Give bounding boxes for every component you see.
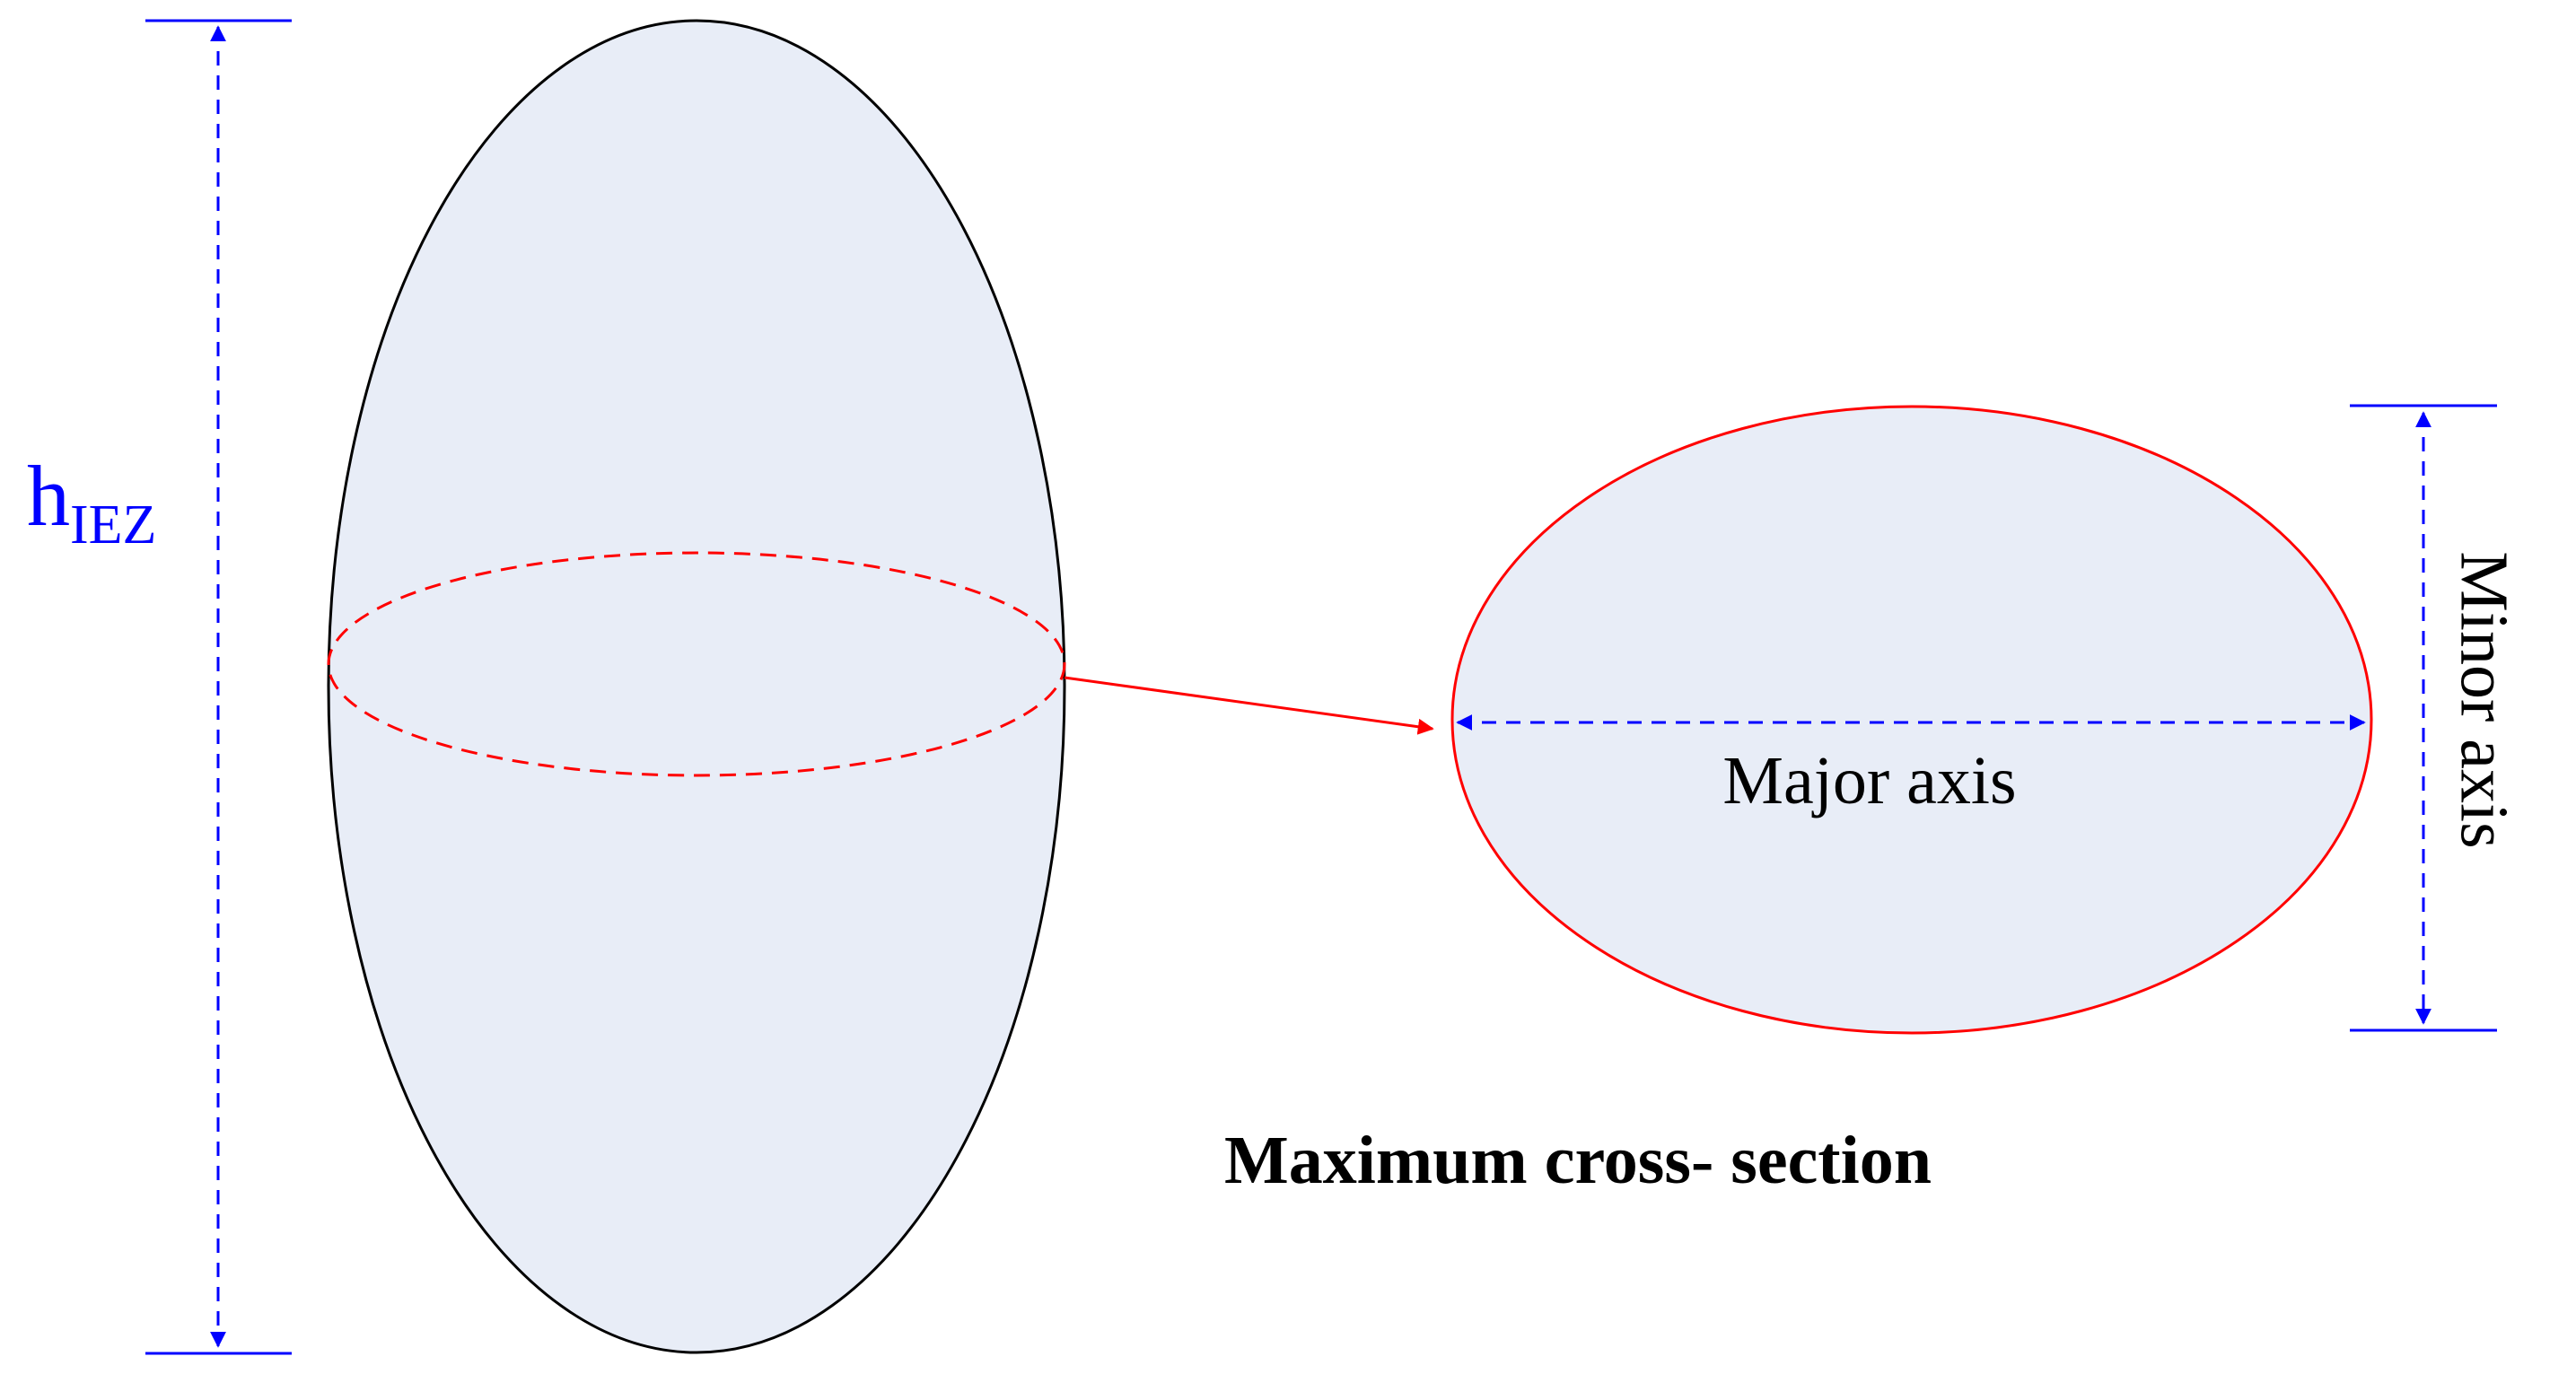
height-dimension: hIEZ <box>27 19 292 1355</box>
cross-section-title: Maximum cross- section <box>1224 1123 1932 1198</box>
height-label: hIEZ <box>27 448 156 556</box>
max-cross-section-ellipse <box>1450 405 2373 1035</box>
projection-arrow <box>1064 676 1434 735</box>
height-label-subscript: IEZ <box>70 494 156 556</box>
major-axis-label: Major axis <box>1722 743 2016 818</box>
height-label-main: h <box>27 448 70 544</box>
minor-axis-label: Minor axis <box>2447 551 2522 848</box>
ellipsoid-body <box>327 19 1066 1354</box>
cross-section-outline-dashed <box>327 551 1066 777</box>
minor-axis-dimension: Minor axis <box>2350 404 2522 1032</box>
major-axis-dimension: Major axis <box>1456 714 2366 818</box>
